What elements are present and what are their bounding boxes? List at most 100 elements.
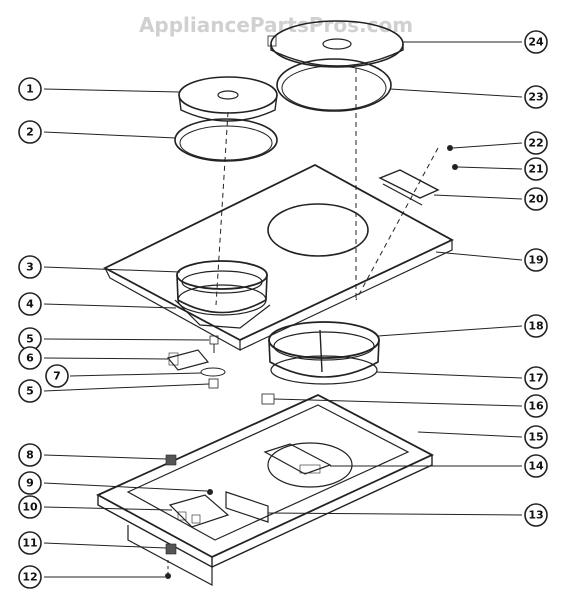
callout-circle [18,292,42,316]
clip-11 [165,543,177,555]
callout-13: 13 [524,503,548,527]
callout-circle [524,187,548,211]
callout-number: 5 [26,333,34,346]
callout-circle [524,131,548,155]
large-burner-base-17 [268,339,380,385]
callout-number: 6 [26,352,34,365]
callout-circle [18,495,42,519]
callout-number: 11 [22,537,37,550]
callout-22: 22 [524,131,548,155]
clip-16 [261,393,275,405]
callout-7: 7 [45,364,69,388]
plate-13 [225,491,269,523]
large-burner-ring-18 [268,321,380,373]
callout-9: 9 [18,471,42,495]
callout-circle [524,394,548,418]
callout-10: 10 [18,495,42,519]
callout-number: 2 [26,126,34,139]
callout-circle [524,314,548,338]
callout-8: 8 [18,443,42,467]
callout-16: 16 [524,394,548,418]
callout-number: 23 [528,91,543,104]
nut-5a [209,335,219,353]
callout-number: 15 [528,431,543,444]
callout-5: 5 [18,327,42,351]
callout-20: 20 [524,187,548,211]
callout-circle [524,503,548,527]
callout-15: 15 [524,425,548,449]
callout-number: 20 [528,193,544,206]
callout-number: 7 [53,370,61,383]
callout-number: 24 [528,36,544,49]
callout-number: 17 [528,372,543,385]
callout-circle [18,443,42,467]
callout-3: 3 [18,255,42,279]
callout-14: 14 [524,454,548,478]
callout-12: 12 [18,565,42,589]
callout-number: 21 [528,163,543,176]
callout-number: 19 [528,254,543,267]
washer-7 [200,367,226,377]
callout-4: 4 [18,292,42,316]
callout-circle [18,346,42,370]
callout-number: 8 [26,449,34,462]
callout-circle [18,471,42,495]
callout-circle [524,454,548,478]
callout-circle [18,565,42,589]
callout-circle [524,30,548,54]
callout-circle [524,425,548,449]
callout-circle [18,77,42,101]
callout-1: 1 [18,77,42,101]
callout-19: 19 [524,248,548,272]
terminal-block-10 [168,494,230,528]
callout-17: 17 [524,366,548,390]
bracket-20 [378,169,440,206]
callout-circle [524,248,548,272]
callout-circle [524,85,548,109]
callout-number: 4 [26,298,34,311]
callout-circle [524,157,548,181]
watermark-text: AppliancePartsPros.com [139,13,413,37]
nut-5b [208,378,219,389]
callout-circle [18,255,42,279]
callout-number: 22 [528,137,543,150]
screw-9 [207,489,213,495]
cooktop-panel-19 [103,163,454,352]
callout-11: 11 [18,531,42,555]
callout-circle [18,379,42,403]
callout-24: 24 [524,30,548,54]
callout-6: 6 [18,346,42,370]
callout-21: 21 [524,157,548,181]
callout-number: 12 [22,571,37,584]
callout-number: 14 [528,460,544,473]
screw-21 [452,164,458,170]
large-trim-ring-23 [276,58,392,112]
callout-18: 18 [524,314,548,338]
callout-number: 3 [26,261,34,274]
callout-5: 5 [18,379,42,403]
callout-number: 13 [528,509,543,522]
callout-23: 23 [524,85,548,109]
callout-number: 9 [26,477,34,490]
callout-number: 5 [26,385,34,398]
burner-box-15 [95,393,435,587]
callout-number: 1 [26,83,34,96]
callout-circle [18,531,42,555]
screw-12 [165,573,171,579]
bracket-14 [263,443,332,475]
small-trim-ring-2 [174,118,278,162]
callout-2: 2 [18,120,42,144]
callout-number: 16 [528,400,544,413]
burner-bracket-4 [174,299,271,329]
callout-circle [45,364,69,388]
callout-number: 10 [22,501,38,514]
callout-number: 18 [528,320,543,333]
leader-lines [43,41,523,578]
clip-6 [166,349,210,371]
callout-circle [18,120,42,144]
screw-22 [447,145,453,151]
burner-ring-3 [176,260,268,316]
clip-8 [165,454,177,466]
